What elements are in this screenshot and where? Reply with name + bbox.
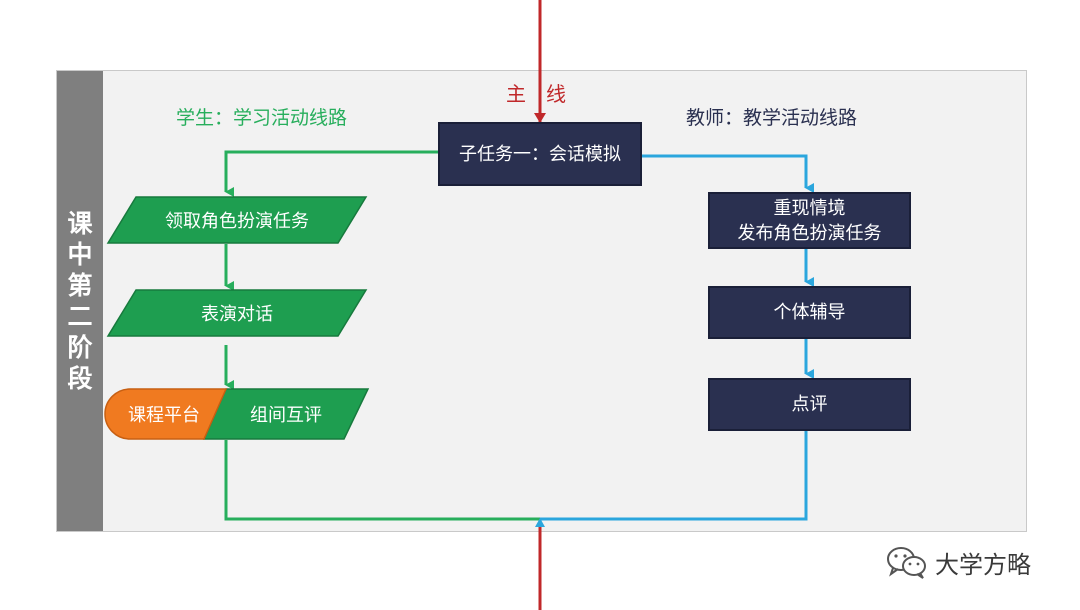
center-task-label: 子任务一：会话模拟 xyxy=(459,143,621,165)
center-task-box: 子任务一：会话模拟 xyxy=(438,122,642,186)
teacher-step-1-line1: 重现情境 xyxy=(773,197,846,219)
student-step-2-label: 表演对话 xyxy=(201,304,273,325)
teacher-route-title: 教师：教学活动线路 xyxy=(686,107,858,129)
student-step-1-label: 领取角色扮演任务 xyxy=(165,211,309,232)
side-title-char: 阶 xyxy=(67,333,93,362)
main-line-label: 主 线 xyxy=(506,82,566,106)
student-step-1-shape xyxy=(106,196,368,244)
teacher-step-3-label: 点评 xyxy=(791,394,828,415)
side-title-char: 段 xyxy=(67,364,93,393)
stage-side-bar: 课 中 第 二 阶 段 xyxy=(57,71,103,531)
student-return-line xyxy=(224,440,540,521)
platform-label: 课程平台 xyxy=(128,405,200,426)
side-title-char: 课 xyxy=(67,209,93,238)
teacher-branch-line xyxy=(642,154,814,193)
side-title-char: 第 xyxy=(67,271,93,300)
student-route-title: 学生：学习活动线路 xyxy=(176,107,348,129)
teacher-step-3-box: 点评 xyxy=(708,378,911,431)
teacher-return-line xyxy=(535,431,808,527)
teacher-step-2-box: 个体辅导 xyxy=(708,286,911,339)
student-step-3-label: 组间互评 xyxy=(250,405,322,426)
platform-shape xyxy=(104,388,228,440)
student-step-2-shape xyxy=(106,289,368,337)
wechat-icon xyxy=(887,547,926,579)
side-title-char: 二 xyxy=(67,302,93,331)
student-branch-line xyxy=(224,150,438,197)
teacher-step-1-box: 重现情境 发布角色扮演任务 xyxy=(708,192,911,249)
teacher-step-1-line2: 发布角色扮演任务 xyxy=(737,222,882,244)
side-title-char: 中 xyxy=(67,240,93,269)
main-line-arrowhead xyxy=(534,113,546,123)
watermark: 大学方略 xyxy=(885,544,1031,580)
teacher-step-2-label: 个体辅导 xyxy=(773,302,846,323)
watermark-text: 大学方略 xyxy=(935,550,1031,579)
